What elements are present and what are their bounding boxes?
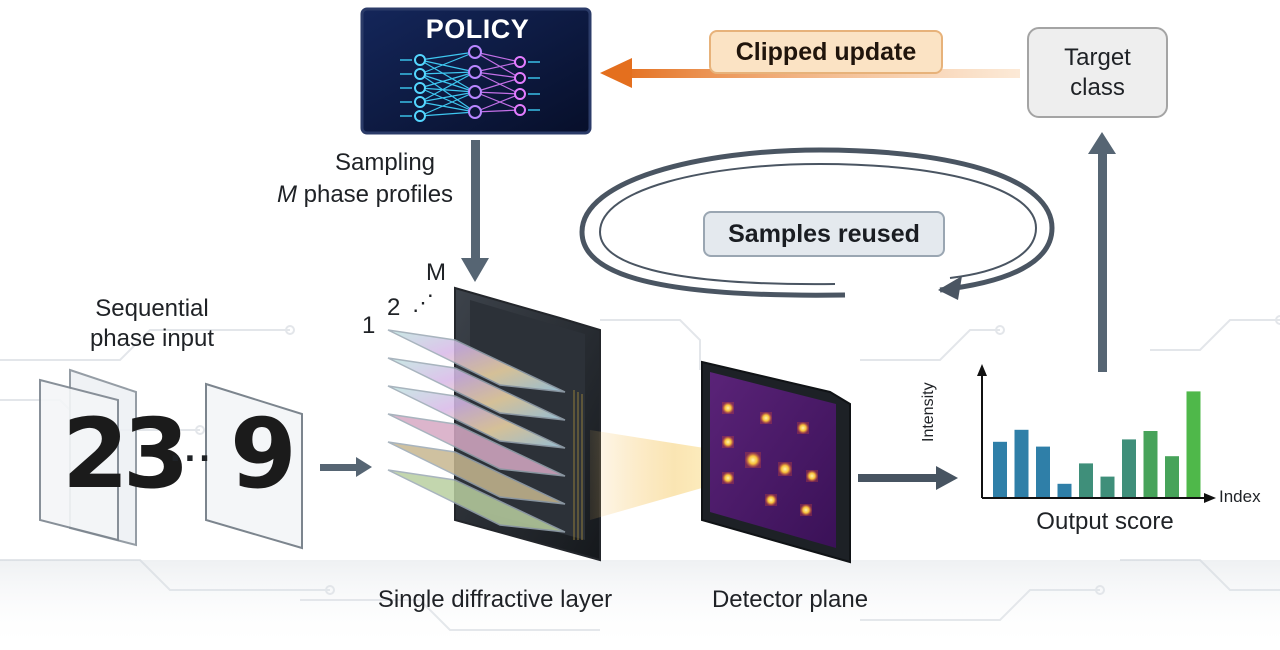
sequential-line1: Sequential xyxy=(95,295,209,322)
detector-output-arrow xyxy=(858,466,958,490)
phase-input-plates xyxy=(39,368,303,550)
score-bar-10 xyxy=(1186,391,1201,497)
clipped-update-label: Clipped update xyxy=(709,30,943,74)
target-up-arrow xyxy=(1088,132,1116,372)
index-axis-label: Index xyxy=(1219,487,1261,506)
input-digit-9: 9 xyxy=(230,398,297,510)
score-bar-3 xyxy=(1036,446,1050,497)
reflection-floor xyxy=(0,560,1280,650)
stack-1-label: 1 xyxy=(362,312,376,339)
detector-plane-label: Detector plane xyxy=(711,586,869,613)
policy-title: POLICY xyxy=(425,14,530,44)
target-class-line2: class xyxy=(1070,73,1125,101)
stack-m-label: M xyxy=(426,259,446,286)
sequential-input-label: Sequential phase input xyxy=(72,294,232,354)
score-bar-6 xyxy=(1100,476,1115,497)
output-score-label: Output score xyxy=(1036,508,1174,535)
stack-2-label: 2 xyxy=(387,294,401,321)
output-score-chart xyxy=(977,364,1216,503)
input-ellipsis: ··· xyxy=(170,438,214,480)
single-layer-label: Single diffractive layer xyxy=(377,586,613,613)
stack-dots-label: ⋰ xyxy=(412,290,434,315)
input-digit-23: 23 xyxy=(62,398,190,510)
detector-plane xyxy=(701,360,851,564)
score-bar-4 xyxy=(1057,483,1072,497)
samples-reused-label: Samples reused xyxy=(703,211,945,257)
score-bar-1 xyxy=(993,441,1007,497)
sampling-label-rest: phase profiles xyxy=(296,181,454,208)
sampling-m-symbol: M xyxy=(276,181,297,208)
sequential-line2: phase input xyxy=(89,325,215,352)
sampling-down-arrow xyxy=(461,140,489,282)
policy-panel xyxy=(360,7,592,135)
target-class-box: Target class xyxy=(1027,27,1168,118)
sampling-label-line2: M phase profiles xyxy=(255,180,475,210)
samples-reused-loop xyxy=(579,147,1055,300)
score-bar-5 xyxy=(1079,463,1093,497)
sampling-label-line1: Sampling xyxy=(334,149,436,176)
score-bar-7 xyxy=(1122,439,1136,497)
score-bar-2 xyxy=(1014,429,1029,497)
intensity-axis-label: Intensity xyxy=(920,382,937,442)
score-bar-8 xyxy=(1143,431,1158,497)
light-beam xyxy=(590,430,730,520)
target-class-line1: Target xyxy=(1064,43,1131,71)
neural-network-icon xyxy=(400,45,540,122)
input-arrow xyxy=(320,457,372,477)
diffractive-layer-stack xyxy=(387,286,601,562)
score-bar-9 xyxy=(1165,456,1179,497)
